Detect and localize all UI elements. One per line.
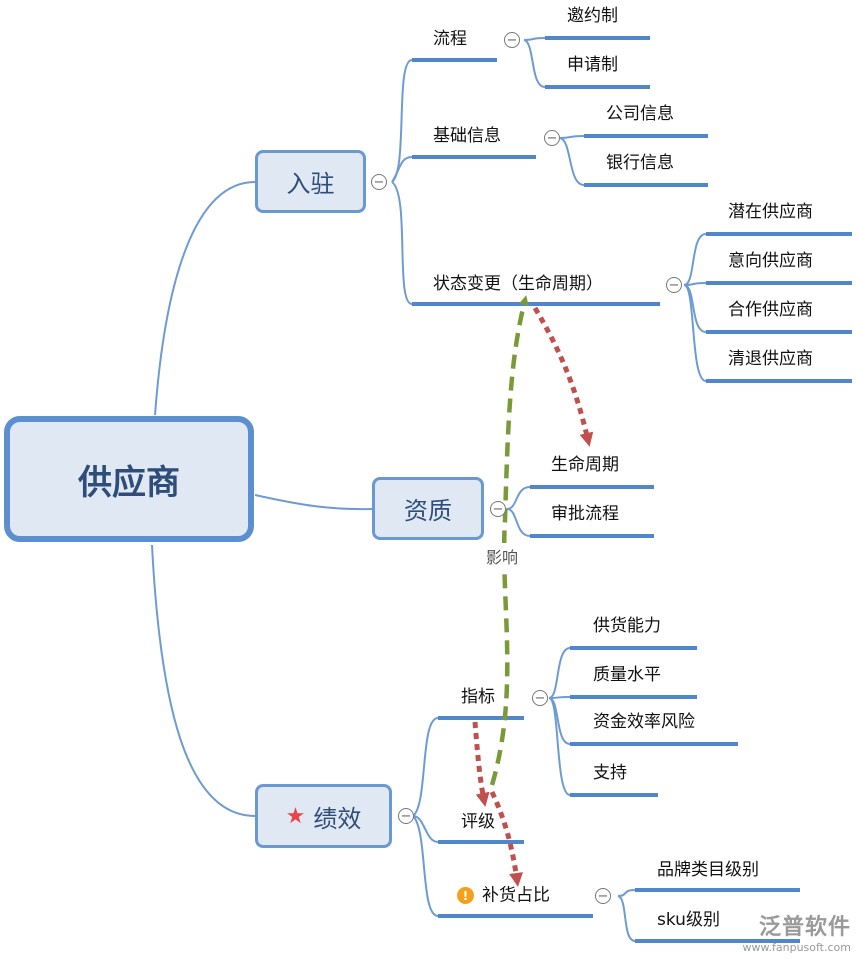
watermark: 泛普软件 www.fanpusoft.com bbox=[743, 909, 851, 954]
relation-red-arrow-top bbox=[532, 306, 594, 447]
node-performance-label: 绩效 bbox=[313, 804, 362, 833]
node-rating[interactable]: 评级 bbox=[461, 812, 495, 832]
root-node-label: 供应商 bbox=[78, 462, 180, 503]
relation-green-arrow bbox=[489, 295, 529, 786]
node-bank-info[interactable]: 银行信息 bbox=[606, 153, 674, 173]
node-lifecycle[interactable]: 生命周期 bbox=[551, 455, 619, 475]
node-qualification[interactable]: 资质 bbox=[372, 477, 484, 540]
node-status-change[interactable]: 状态变更（生命周期） bbox=[433, 274, 603, 294]
node-onboarding-label: 入驻 bbox=[286, 170, 335, 198]
node-supply-capacity[interactable]: 供货能力 bbox=[593, 616, 661, 636]
collapse-toggle-basic-info[interactable]: − bbox=[544, 130, 560, 146]
relation-red-arrow-restock bbox=[489, 790, 523, 887]
node-sku-level[interactable]: sku级别 bbox=[657, 910, 720, 930]
watermark-brand: 泛普软件 bbox=[758, 915, 851, 940]
relation-label: 影响 bbox=[484, 543, 521, 569]
node-support[interactable]: 支持 bbox=[593, 763, 627, 783]
node-exited-supplier[interactable]: 清退供应商 bbox=[728, 349, 813, 369]
collapse-toggle-qualification[interactable]: − bbox=[490, 501, 506, 517]
collapse-toggle-onboarding[interactable]: − bbox=[371, 174, 387, 190]
warning-icon: ! bbox=[457, 887, 474, 904]
node-restock[interactable]: ! 补货占比 bbox=[457, 887, 550, 905]
collapse-toggle-restock[interactable]: − bbox=[595, 888, 611, 904]
node-capital-efficiency-risk[interactable]: 资金效率风险 bbox=[593, 712, 695, 732]
watermark-url: www.fanpusoft.com bbox=[742, 941, 851, 954]
node-qualification-label: 资质 bbox=[404, 497, 452, 525]
node-basic-info[interactable]: 基础信息 bbox=[433, 126, 501, 146]
node-invite[interactable]: 邀约制 bbox=[567, 6, 618, 26]
node-apply[interactable]: 申请制 bbox=[567, 55, 618, 75]
collapse-toggle-performance[interactable]: − bbox=[398, 808, 414, 824]
collapse-toggle-indicator[interactable]: − bbox=[532, 690, 548, 706]
root-node-supplier[interactable]: 供应商 bbox=[4, 416, 254, 542]
node-company-info[interactable]: 公司信息 bbox=[606, 104, 674, 124]
node-restock-label: 补货占比 bbox=[482, 885, 550, 906]
node-approval-process[interactable]: 审批流程 bbox=[551, 504, 619, 524]
star-icon: ★ bbox=[285, 803, 306, 829]
node-onboarding[interactable]: 入驻 bbox=[255, 150, 366, 213]
node-potential-supplier[interactable]: 潜在供应商 bbox=[728, 202, 813, 222]
node-indicator[interactable]: 指标 bbox=[461, 687, 495, 707]
node-intended-supplier[interactable]: 意向供应商 bbox=[728, 251, 813, 271]
node-quality-level[interactable]: 质量水平 bbox=[593, 665, 661, 685]
collapse-toggle-status-change[interactable]: − bbox=[666, 277, 682, 293]
collapse-toggle-process[interactable]: − bbox=[504, 32, 520, 48]
node-process[interactable]: 流程 bbox=[433, 29, 467, 49]
node-brand-category-level[interactable]: 品牌类目级别 bbox=[657, 860, 759, 880]
node-cooperating-supplier[interactable]: 合作供应商 bbox=[728, 300, 813, 320]
relation-red-arrow-bottom bbox=[472, 721, 490, 807]
node-performance[interactable]: ★ 绩效 bbox=[255, 784, 392, 848]
